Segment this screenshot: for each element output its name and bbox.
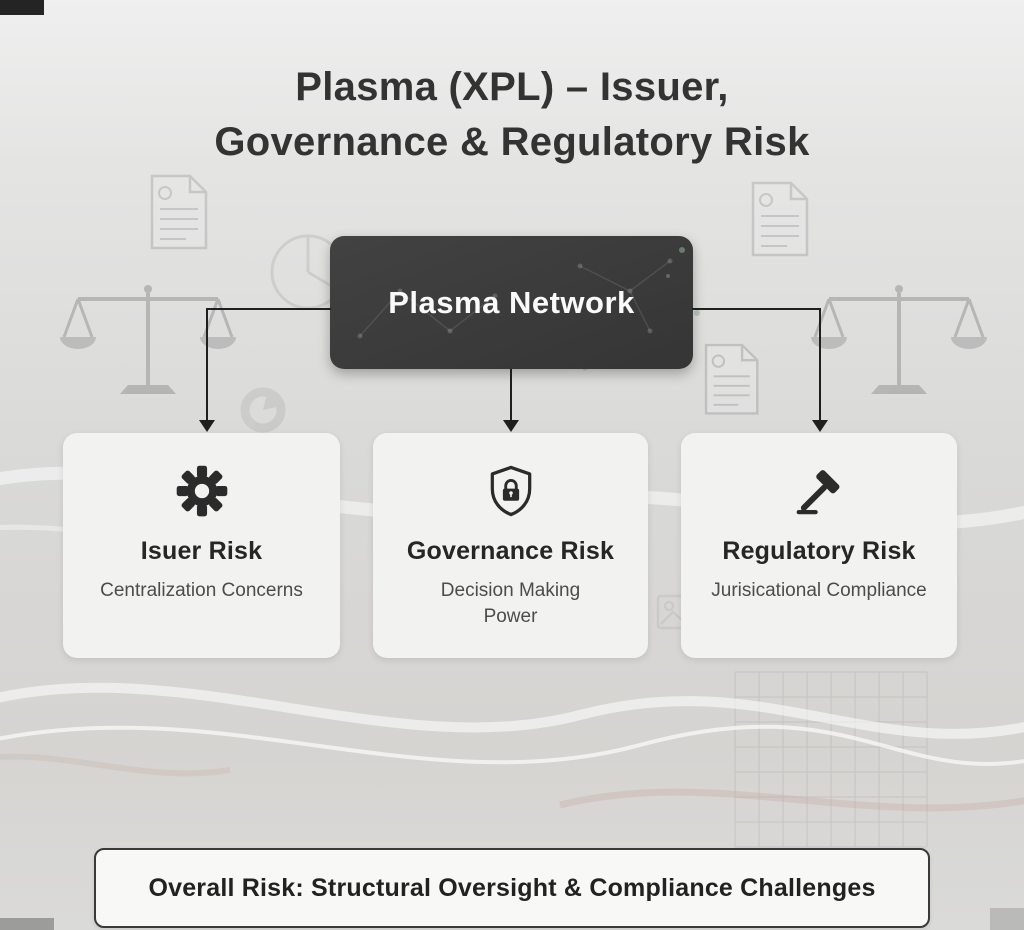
corner-mark [990,908,1024,930]
arrow-down-center [503,420,519,432]
connector-right-horizontal [692,308,820,310]
connector-right-vertical [819,308,821,420]
risk-card-issuer: Isuer Risk Centralization Concerns [63,433,340,658]
card-subtitle: Centralization Concerns [100,580,303,601]
network-box: Plasma Network [330,236,693,369]
shield-lock-icon [490,465,531,517]
scales-watermark-icon [58,283,238,396]
connector-left-vertical [206,308,208,420]
risk-card-governance: Governance Risk Decision Making Power [373,433,648,658]
card-subtitle: Decision Making Power [440,580,581,627]
card-title: Governance Risk [406,537,615,565]
title-line-1: Plasma (XPL) – Issuer, [295,65,729,109]
diagram-title: Plasma (XPL) – Issuer, Governance & Regu… [0,60,1024,170]
network-pattern [357,247,685,339]
network-box-label: Plasma Network [388,284,635,320]
pie-watermark-icon [240,387,286,433]
card-title: Regulatory Risk [722,537,916,565]
document-watermark-icon [751,181,809,257]
gavel-icon [796,470,840,515]
title-line-2: Governance & Regulatory Risk [214,120,810,165]
arrow-down-left [199,420,215,432]
arrow-down-right [812,420,828,432]
gear-icon [176,465,227,517]
overall-risk-banner: Overall Risk: Structural Oversight & Com… [94,848,930,928]
connector-center-vertical [510,369,512,420]
corner-mark [0,918,54,930]
corner-mark [0,0,44,15]
card-title: Isuer Risk [140,537,263,565]
warm-wave-decorations [0,753,1024,812]
connector-left-horizontal [207,308,331,310]
document-watermark-icon [704,343,759,415]
scales-watermark-icon [809,283,989,396]
overall-risk-label: Overall Risk: Structural Oversight & Com… [148,873,876,902]
document-watermark-icon [150,174,208,250]
grid-watermark [734,671,928,848]
card-subtitle: Jurisicational Compliance [711,580,927,601]
risk-card-regulatory: Regulatory Risk Jurisicational Complianc… [681,433,957,658]
